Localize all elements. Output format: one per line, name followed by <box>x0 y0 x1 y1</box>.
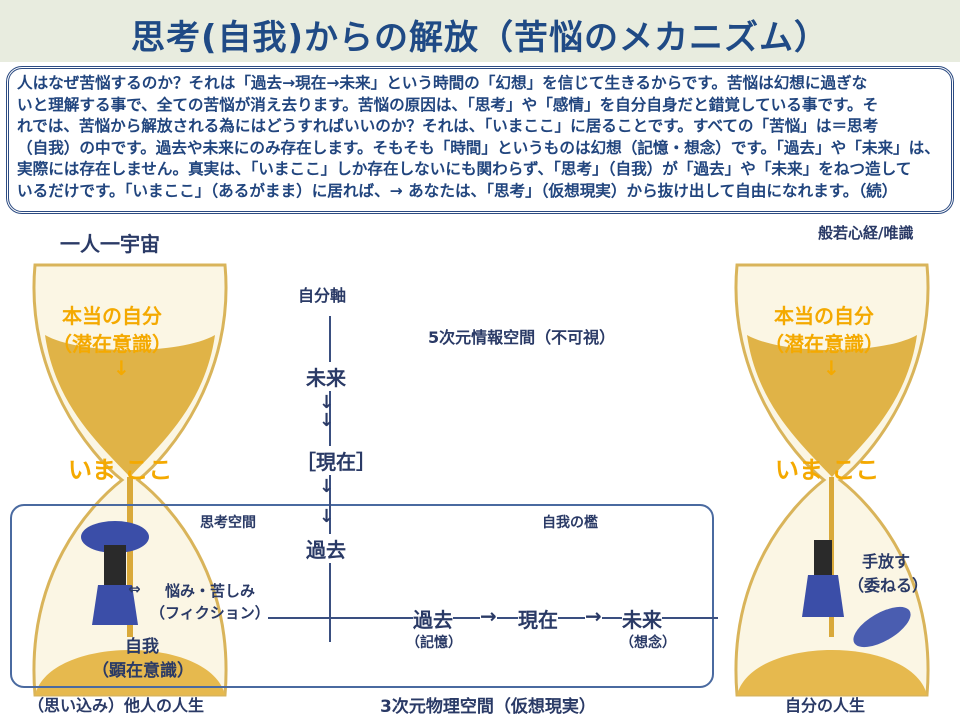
right-caption: 自分の人生 <box>785 696 866 715</box>
intro-line: いと理解する事で、全ての苦悩が消え去ります。苦悩の原因は、「思考」や「感情」を自… <box>17 95 879 114</box>
future-label: 未来 <box>306 362 346 391</box>
left-caption: （思い込み）他人の人生 <box>28 696 205 715</box>
hourglass-right-image <box>734 263 930 697</box>
ego-cage-box <box>10 504 714 688</box>
title-bar <box>0 0 960 62</box>
left-true-self: 本当の自分 <box>62 304 162 328</box>
space3-label: 3次元物理空間（仮想現実） <box>380 697 596 717</box>
timeline-future: 未来 <box>622 604 662 633</box>
link-arrow: ⇔ <box>128 580 141 598</box>
self-axis-label: 自分軸 <box>298 286 347 305</box>
right-heading: 般若心経/唯識 <box>818 224 914 242</box>
past-label: 過去 <box>306 534 346 563</box>
right-down-arrow: ↓ <box>823 356 840 380</box>
ego-cage-label: 自我の檻 <box>542 515 598 531</box>
timeline-arrow: → <box>480 604 497 628</box>
conscious-label: （顕在意識） <box>92 661 194 681</box>
intro-line: 人はなぜ苦悩するのか？それは「過去→現在→未来」という時間の「幻想」を信じて生き… <box>17 74 868 92</box>
self-axis-line <box>329 316 331 642</box>
intro-line: いるだけです。「いまここ」（あるがまま）に居れば、→ あなたは、「思考」（仮想現… <box>17 181 898 200</box>
space5-label: 5次元情報空間（不可視） <box>428 328 616 347</box>
left-imakoko: いま ここ <box>68 456 173 484</box>
intro-text-box: 人はなぜ苦悩するのか？それは「過去→現在→未来」という時間の「幻想」を信じて生き… <box>6 66 954 214</box>
right-true-self: 本当の自分 <box>774 304 874 328</box>
present-label: ［現在］ <box>296 446 376 475</box>
memory-label: （記憶） <box>406 635 462 651</box>
page-title: 思考(自我)からの解放（苦悩のメカニズム） <box>130 18 830 58</box>
right-imakoko: いま ここ <box>775 456 880 484</box>
timeline-past: 過去 <box>413 604 453 633</box>
intro-line: （自我）の中です。過去や未来にのみ存在します。そもそも「時間」というものは幻想（… <box>17 138 940 157</box>
timeline-present: 現在 <box>518 604 558 633</box>
down-arrow: ↓ <box>319 506 335 527</box>
down-arrow: ↓ <box>319 392 335 413</box>
fiction-label: （フィクション） <box>150 604 270 622</box>
right-latent: （潜在意識） <box>764 332 884 356</box>
left-latent: （潜在意識） <box>52 332 172 356</box>
hourglass-left-image <box>32 263 228 697</box>
letgo-label: 手放す <box>862 552 911 571</box>
thought-space-label: 思考空間 <box>200 515 256 531</box>
intro-line: れでは、苦悩から解放される為にはどうすればいいのか？それは、「いまここ」に居るこ… <box>17 117 879 135</box>
left-heading: 一人一宇宙 <box>60 232 160 256</box>
ego-label: 自我 <box>125 637 159 657</box>
down-arrow: ↓ <box>319 410 335 431</box>
intro-line: 実際には存在しません。真実は、「いまここ」しか存在しないにも関わらず、「思考」（… <box>17 160 912 178</box>
idea-label: （想念） <box>620 635 676 651</box>
worry-label: 悩み・苦しみ <box>165 582 256 600</box>
left-down-arrow: ↓ <box>113 356 130 380</box>
down-arrow: ↓ <box>319 476 335 497</box>
entrust-label: （委ねる） <box>848 576 929 595</box>
timeline-arrow: → <box>585 604 602 628</box>
